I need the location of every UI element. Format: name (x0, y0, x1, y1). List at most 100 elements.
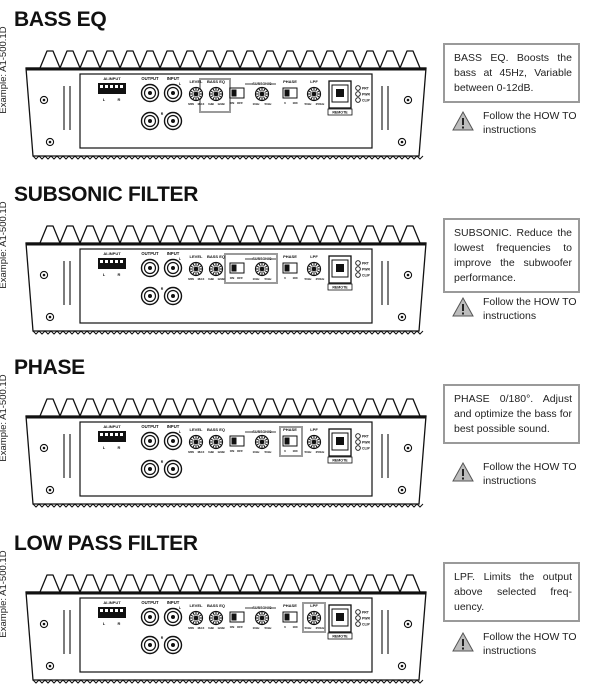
screw (403, 270, 413, 280)
off-label: OFF (237, 101, 243, 105)
phase-toggle[interactable] (282, 87, 298, 99)
lpf-50hz-label: 50Hz (304, 102, 312, 106)
highlight-box (279, 426, 303, 457)
subsonic-label: SUBSONIC (253, 82, 272, 86)
remote-port[interactable] (328, 428, 352, 457)
output-rca-jack[interactable] (140, 431, 160, 451)
screw (39, 95, 49, 105)
howto-note: Follow the HOW TO instructions (452, 630, 592, 664)
max-label: MAX (198, 450, 205, 454)
lpf-knob[interactable] (306, 610, 322, 626)
pwr-led (355, 615, 361, 621)
subsonic-knob[interactable] (254, 434, 270, 450)
control-panel (79, 421, 373, 497)
bass-eq-knob[interactable] (208, 86, 224, 102)
ai-input-label: AI-INPUT (103, 251, 121, 256)
input-rca-jack-l[interactable] (163, 431, 183, 451)
lpf-250hz-label: 250Hz (316, 102, 325, 106)
on-label: ON (230, 276, 235, 280)
example-label: Example: A1-500.1D (0, 26, 9, 114)
section-low-pass-filter: LOW PASS FILTER Example: A1-500.1D AI-IN… (0, 532, 599, 697)
output-rca-jack[interactable] (140, 607, 160, 627)
output-rca-jack[interactable] (140, 258, 160, 278)
subsonic-knob[interactable] (254, 610, 270, 626)
subsonic-toggle[interactable] (229, 611, 245, 623)
info-box: BASS EQ. Boosts the bass at 45Hz, Variab… (443, 43, 580, 103)
input-rca-jack-r[interactable] (163, 111, 183, 131)
output-rca-jack-2[interactable] (140, 459, 160, 479)
bass-eq-knob[interactable] (208, 610, 224, 626)
ai-input-connector[interactable] (98, 83, 126, 94)
input-r-label: R (161, 636, 164, 640)
lpf-knob[interactable] (306, 261, 322, 277)
level-knob[interactable] (188, 261, 204, 277)
remote-port[interactable] (328, 80, 352, 109)
phase-180-label: 180 (292, 625, 297, 629)
screw (397, 137, 407, 147)
subsonic-knob[interactable] (254, 86, 270, 102)
bass-eq-knob[interactable] (208, 261, 224, 277)
subsonic-knob[interactable] (254, 261, 270, 277)
remote-port[interactable] (328, 604, 352, 633)
lpf-knob[interactable] (306, 86, 322, 102)
prt-led (355, 85, 361, 91)
howto-note: Follow the HOW TO instructions (452, 109, 592, 143)
10hz-label: 10Hz (252, 450, 260, 454)
heatsink-fins (26, 50, 426, 69)
warning-icon (452, 462, 474, 482)
subsonic-toggle[interactable] (229, 262, 245, 274)
screw (403, 95, 413, 105)
input-rca-jack-l[interactable] (163, 607, 183, 627)
input-rca-jack-l[interactable] (163, 83, 183, 103)
phase-toggle[interactable] (282, 435, 298, 447)
ai-r-label: R (118, 97, 121, 102)
ai-r-label: R (118, 272, 121, 277)
phase-toggle[interactable] (282, 262, 298, 274)
example-label: Example: A1-500.1D (0, 550, 9, 638)
clip-led (355, 621, 361, 627)
bass-eq-knob[interactable] (208, 434, 224, 450)
remote-port[interactable] (328, 255, 352, 284)
clip-label: CLIP (362, 447, 370, 451)
heatsink-fins (26, 225, 426, 244)
subsonic-toggle[interactable] (229, 87, 245, 99)
clip-label: CLIP (362, 99, 370, 103)
ai-input-connector[interactable] (98, 607, 126, 618)
input-rca-jack-r[interactable] (163, 459, 183, 479)
warning-icon (452, 111, 474, 131)
max-label: MAX (198, 277, 205, 281)
off-label: OFF (237, 625, 243, 629)
pwr-label: PWR (362, 617, 370, 621)
prt-led (355, 260, 361, 266)
min-label: MIN (188, 102, 194, 106)
level-knob[interactable] (188, 610, 204, 626)
input-rca-jack-r[interactable] (163, 635, 183, 655)
max-label: MAX (198, 626, 205, 630)
example-label: Example: A1-500.1D (0, 374, 9, 462)
level-label: LEVEL (190, 79, 203, 84)
phase-toggle[interactable] (282, 611, 298, 623)
pwr-led (355, 91, 361, 97)
ai-l-label: L (103, 621, 106, 626)
output-rca-jack-2[interactable] (140, 286, 160, 306)
lpf-knob[interactable] (306, 434, 322, 450)
phase-0-label: 0 (284, 276, 286, 280)
ai-input-connector[interactable] (98, 258, 126, 269)
level-knob[interactable] (188, 434, 204, 450)
input-l-label: L (179, 82, 182, 86)
input-rca-jack-l[interactable] (163, 258, 183, 278)
output-rca-jack-2[interactable] (140, 635, 160, 655)
output-rca-jack[interactable] (140, 83, 160, 103)
prt-label: PRT (362, 611, 370, 615)
subsonic-label: SUBSONIC (253, 430, 272, 434)
bass-eq-label: BASS EQ (207, 254, 225, 259)
subsonic-toggle[interactable] (229, 435, 245, 447)
output-rca-jack-2[interactable] (140, 111, 160, 131)
bass-12db-label: 12dB (217, 277, 225, 281)
ai-input-connector[interactable] (98, 431, 126, 442)
input-rca-jack-r[interactable] (163, 286, 183, 306)
prt-label: PRT (362, 435, 370, 439)
level-knob[interactable] (188, 86, 204, 102)
off-label: OFF (237, 449, 243, 453)
